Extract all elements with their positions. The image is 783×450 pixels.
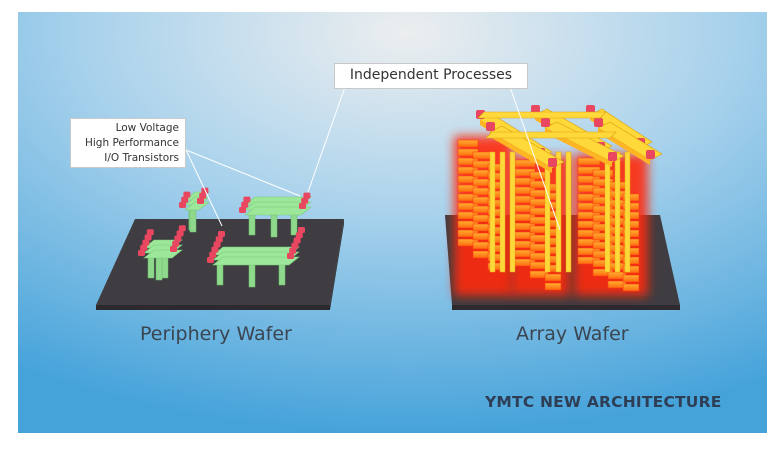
stack-layer	[622, 202, 640, 211]
gate-cap	[303, 192, 311, 199]
gate-cap	[144, 234, 152, 241]
array-wafer-label: Array Wafer	[516, 323, 629, 345]
transistor-leg	[189, 209, 197, 233]
low-voltage-callout: Low Voltage High Performance I/O Transis…	[70, 118, 186, 168]
gate-cap	[199, 192, 207, 199]
gate-cap	[241, 201, 249, 208]
gate-cap	[209, 251, 217, 258]
vertical-channel	[614, 151, 621, 273]
vertical-channel	[489, 151, 496, 273]
periphery-wafer-label: Periphery Wafer	[140, 323, 292, 345]
gate-cap	[170, 246, 177, 252]
gate-cap	[287, 253, 294, 259]
stack-layer	[457, 139, 479, 148]
vertical-channel	[509, 151, 516, 273]
array-memory-stack	[454, 105, 663, 296]
gate-cap	[541, 118, 550, 127]
gate-cap	[486, 122, 495, 131]
stack-layer	[472, 151, 492, 160]
gate-cap	[289, 247, 297, 254]
gate-cap	[594, 118, 603, 127]
gate-cap	[138, 250, 145, 256]
callout-line-3: I/O Transistors	[104, 152, 179, 164]
cross-wordline	[477, 111, 607, 119]
transistor-fin	[184, 201, 210, 211]
stack-layer	[622, 193, 640, 202]
gate-cap	[608, 152, 617, 161]
transistor-leg	[161, 255, 169, 279]
gate-cap	[299, 203, 306, 209]
gate-cap	[142, 239, 150, 246]
transistor-cluster	[239, 192, 312, 238]
gate-cap	[295, 232, 303, 239]
architecture-title: YMTC NEW ARCHITECTURE	[485, 393, 722, 411]
vertical-channel	[604, 151, 611, 273]
gate-cap	[243, 196, 251, 203]
stack-layer	[622, 274, 640, 283]
stack-layer	[622, 247, 640, 256]
gate-cap	[183, 191, 191, 198]
vertical-channel	[499, 151, 506, 273]
gate-cap	[213, 241, 221, 248]
gate-cap	[298, 227, 305, 233]
gate-cap	[146, 229, 154, 236]
independent-processes-callout: Independent Processes	[334, 63, 528, 89]
stack-layer	[622, 256, 640, 265]
callout-leader-lines	[185, 86, 561, 231]
gate-cap	[218, 231, 225, 237]
gate-cap	[211, 246, 219, 253]
transistor-fin	[244, 206, 312, 216]
transistor-leg	[290, 212, 298, 236]
gate-cap	[291, 242, 299, 249]
transistor-fin	[212, 256, 300, 266]
gate-cap	[207, 257, 214, 263]
vertical-channel	[624, 151, 631, 273]
stack-layer	[577, 157, 601, 166]
gate-cap	[239, 207, 246, 213]
stack-layer	[622, 229, 640, 238]
transistor-cluster	[138, 225, 186, 281]
transistor-leg	[248, 264, 256, 288]
gate-cap	[176, 230, 184, 237]
callout-line-2: High Performance	[84, 137, 179, 149]
transistor-leg	[270, 214, 278, 238]
transistor-leg	[155, 257, 163, 281]
gate-cap	[181, 196, 189, 203]
stack-layer	[544, 282, 562, 291]
stack-layer	[622, 265, 640, 274]
callout-line-1: Low Voltage	[115, 122, 179, 134]
transistor-cluster	[207, 227, 305, 288]
gate-cap	[215, 236, 223, 243]
stack-layer	[622, 211, 640, 220]
gate-cap	[197, 198, 204, 204]
gate-cap	[293, 237, 301, 244]
gate-cap	[179, 202, 186, 208]
wordline-bar	[597, 121, 663, 161]
stack-layer	[592, 169, 614, 178]
periphery-transistors	[138, 187, 312, 288]
gate-cap	[178, 225, 186, 232]
transistor-leg	[278, 262, 286, 286]
stack-layer	[622, 220, 640, 229]
transistor-leg	[248, 212, 256, 236]
gate-cap	[172, 240, 180, 247]
vertical-channel	[565, 151, 572, 273]
gate-cap	[174, 235, 182, 242]
stack-layer	[544, 273, 562, 282]
stack-layer	[622, 283, 640, 292]
staircase-stack	[574, 154, 648, 296]
transistor-leg	[147, 255, 155, 279]
transistor-leg	[216, 262, 224, 286]
gate-cap	[548, 158, 557, 167]
stack-layer	[622, 238, 640, 247]
gate-cap	[646, 150, 655, 159]
cross-wordline	[485, 131, 617, 139]
vertical-channel	[555, 151, 562, 273]
transistor-cluster	[179, 187, 210, 233]
gate-cap	[140, 244, 148, 251]
gate-cap	[301, 197, 309, 204]
